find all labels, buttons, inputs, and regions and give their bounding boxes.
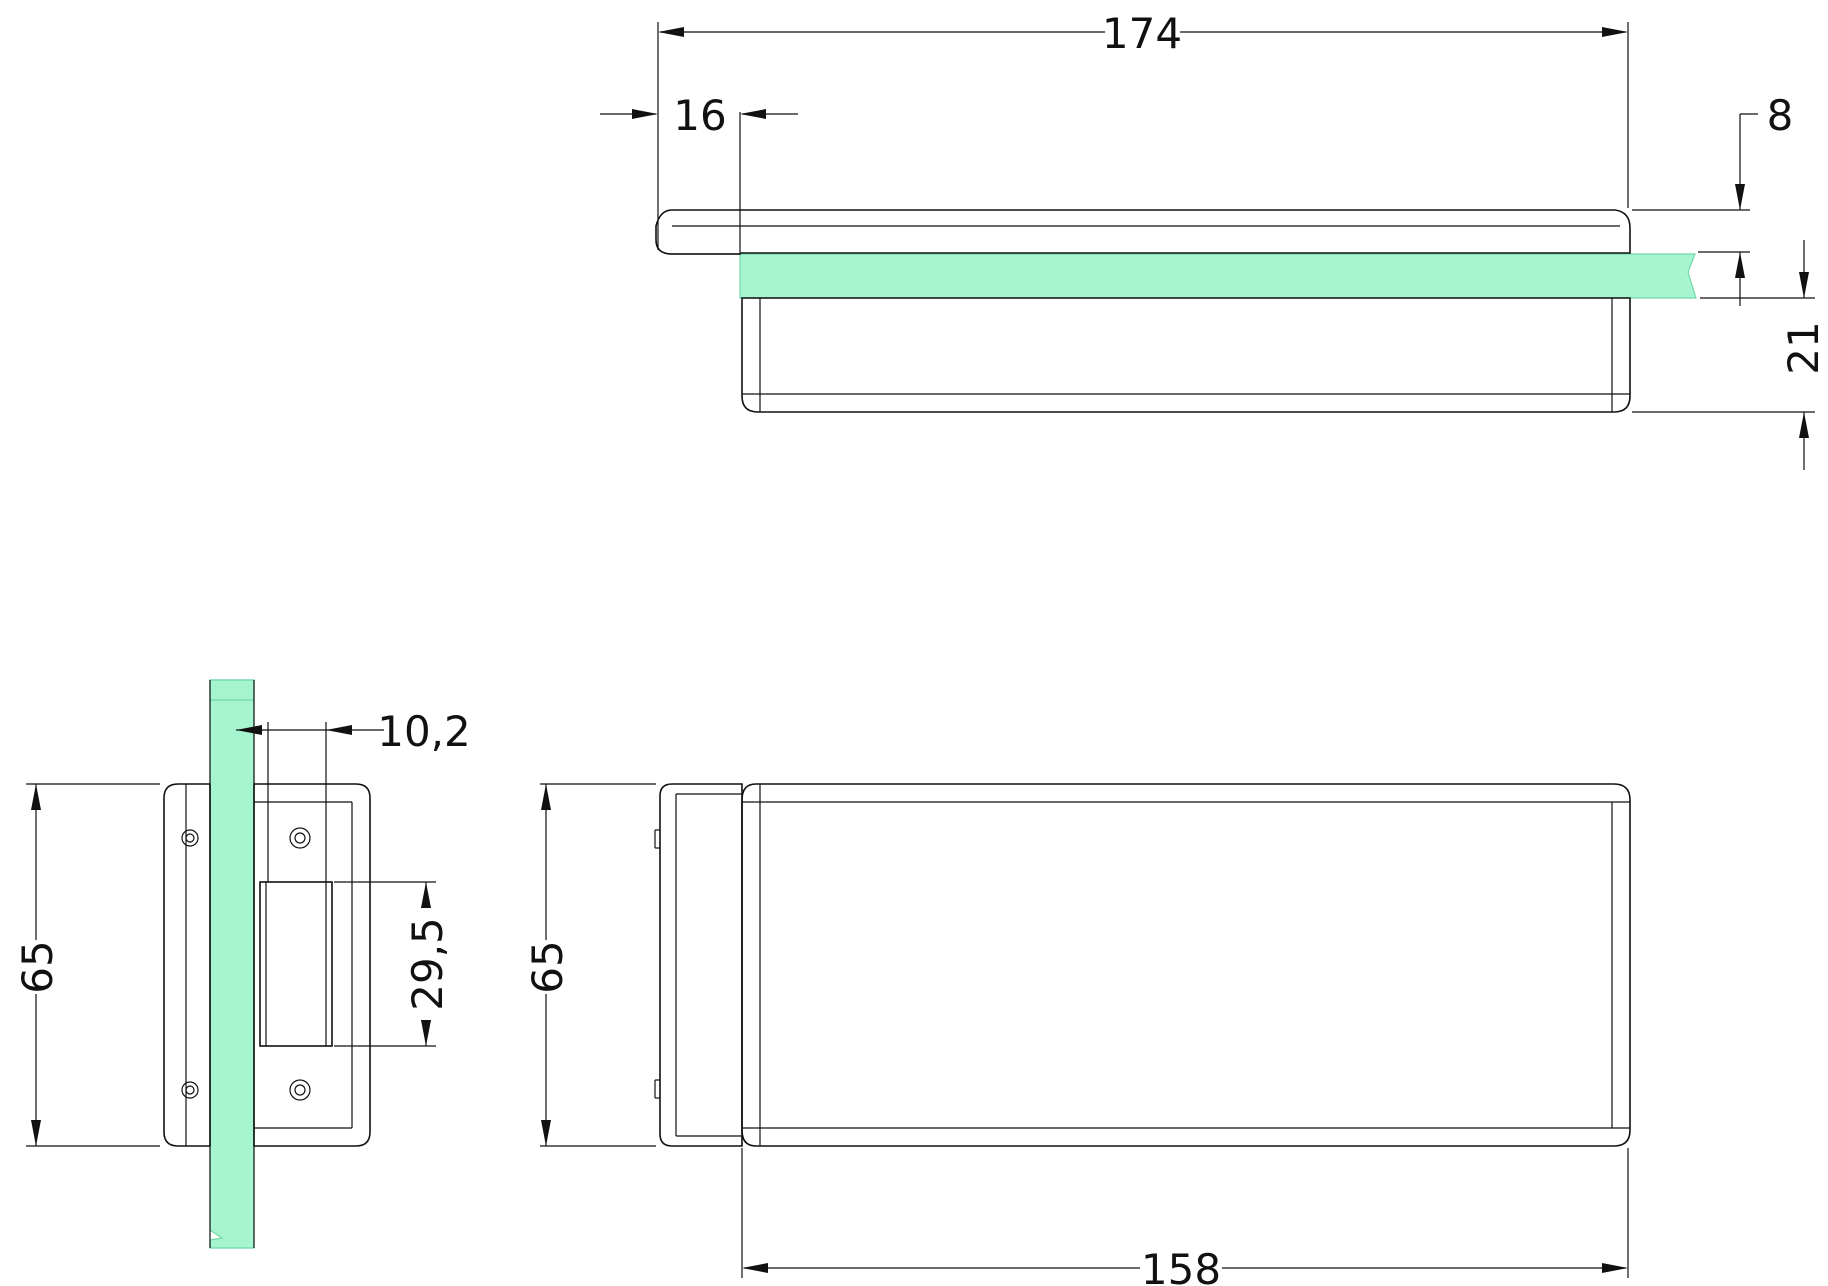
dim-front-width: 158: [1141, 1245, 1221, 1286]
screw-icon: [181, 1081, 199, 1099]
top-view-body: [741, 297, 1631, 413]
dim-front-height: 65: [523, 940, 572, 993]
side-view-left-plate: [163, 783, 211, 1147]
front-view: 65 158: [523, 783, 1631, 1286]
dim-side-glass-depth: 10,2: [377, 707, 471, 756]
top-view: 174 16 8 21: [600, 9, 1828, 470]
dim-side-slot-height: 29,5: [403, 917, 452, 1011]
dim-top-glass-gap: 8: [1767, 91, 1794, 140]
dim-top-width: 174: [1102, 9, 1182, 58]
side-view-slot: [259, 881, 333, 1047]
front-view-cap: [659, 783, 743, 1147]
side-view-glass: [209, 679, 255, 1249]
top-view-cover-plate: [655, 209, 1631, 255]
dim-top-offset: 16: [673, 91, 726, 140]
top-view-glass: [739, 253, 1697, 299]
screw-icon: [181, 829, 199, 847]
side-view-right-plate: [253, 783, 371, 1147]
front-view-body: [741, 783, 1631, 1147]
dim-top-height: 21: [1779, 321, 1828, 374]
screw-icon: [289, 827, 311, 849]
side-view: 10,2 65 29,5: [13, 679, 471, 1249]
dim-side-height: 65: [13, 940, 62, 993]
screw-icon: [289, 1079, 311, 1101]
